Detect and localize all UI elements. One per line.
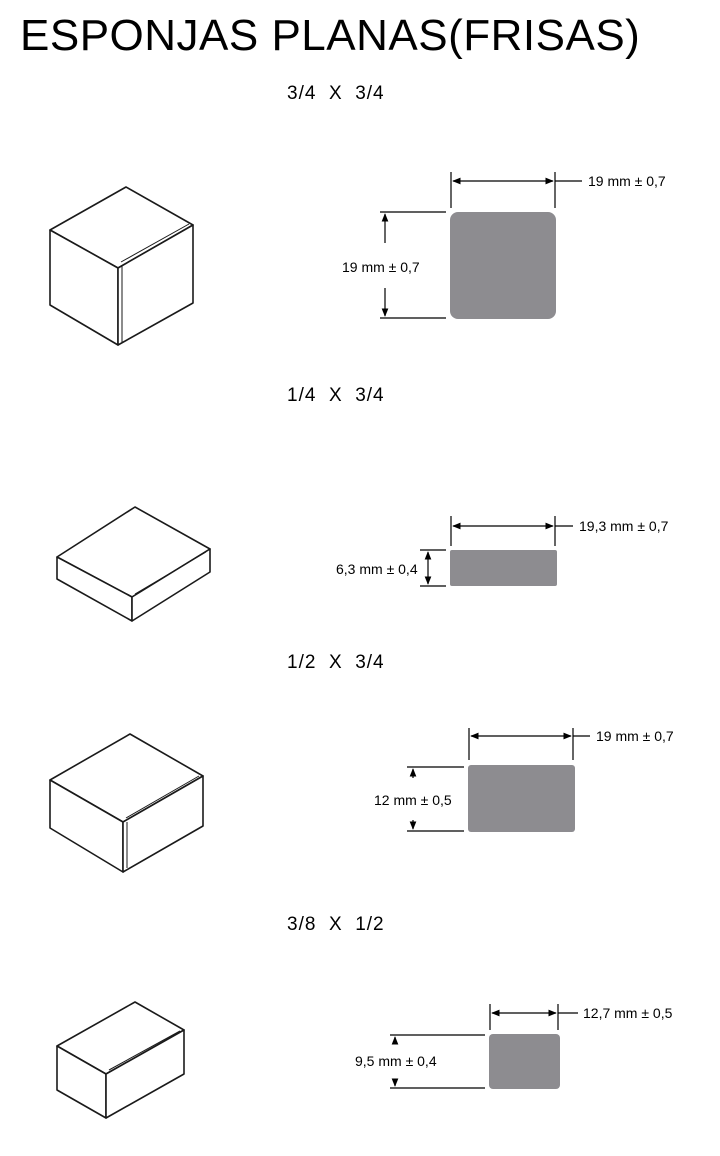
- profile-shape: [468, 765, 575, 832]
- height-dimension: 6,3 mm ± 0,4: [336, 561, 418, 577]
- size-label-1-2x3-4: 1/2 X 3/4: [287, 652, 385, 673]
- small-block-isometric-icon: [56, 1001, 185, 1119]
- width-dimension: 19 mm ± 0,7: [588, 173, 666, 189]
- size-label-1-4x3-4: 1/4 X 3/4: [287, 385, 385, 406]
- height-dimension: 12 mm ± 0,5: [374, 792, 452, 808]
- width-dimension: 19,3 mm ± 0,7: [579, 518, 669, 534]
- flat-sponge-isometric-icon: [56, 506, 211, 622]
- profile-1-2x3-4: 19 mm ± 0,7 12 mm ± 0,5: [374, 728, 674, 832]
- profile-3-4x3-4: 19 mm ± 0,7 19 mm ± 0,7: [342, 172, 666, 319]
- height-dimension: 19 mm ± 0,7: [342, 259, 420, 275]
- height-dimension: 9,5 mm ± 0,4: [355, 1053, 437, 1069]
- profile-shape: [450, 212, 556, 319]
- width-dimension: 12,7 mm ± 0,5: [583, 1005, 673, 1021]
- profile-3-8x1-2: 12,7 mm ± 0,5 9,5 mm ± 0,4: [355, 1004, 673, 1089]
- size-label-3-8x1-2: 3/8 X 1/2: [287, 914, 385, 935]
- page-title: ESPONJAS PLANAS(FRISAS): [20, 11, 641, 60]
- profile-1-4x3-4: 19,3 mm ± 0,7 6,3 mm ± 0,4: [336, 516, 669, 587]
- size-label-3-4x3-4: 3/4 X 3/4: [287, 83, 385, 104]
- profile-shape: [450, 550, 557, 586]
- profile-shape: [489, 1034, 560, 1089]
- cube-isometric-icon: [49, 186, 194, 346]
- width-dimension: 19 mm ± 0,7: [596, 728, 674, 744]
- block-sponge-isometric-icon: [49, 733, 204, 873]
